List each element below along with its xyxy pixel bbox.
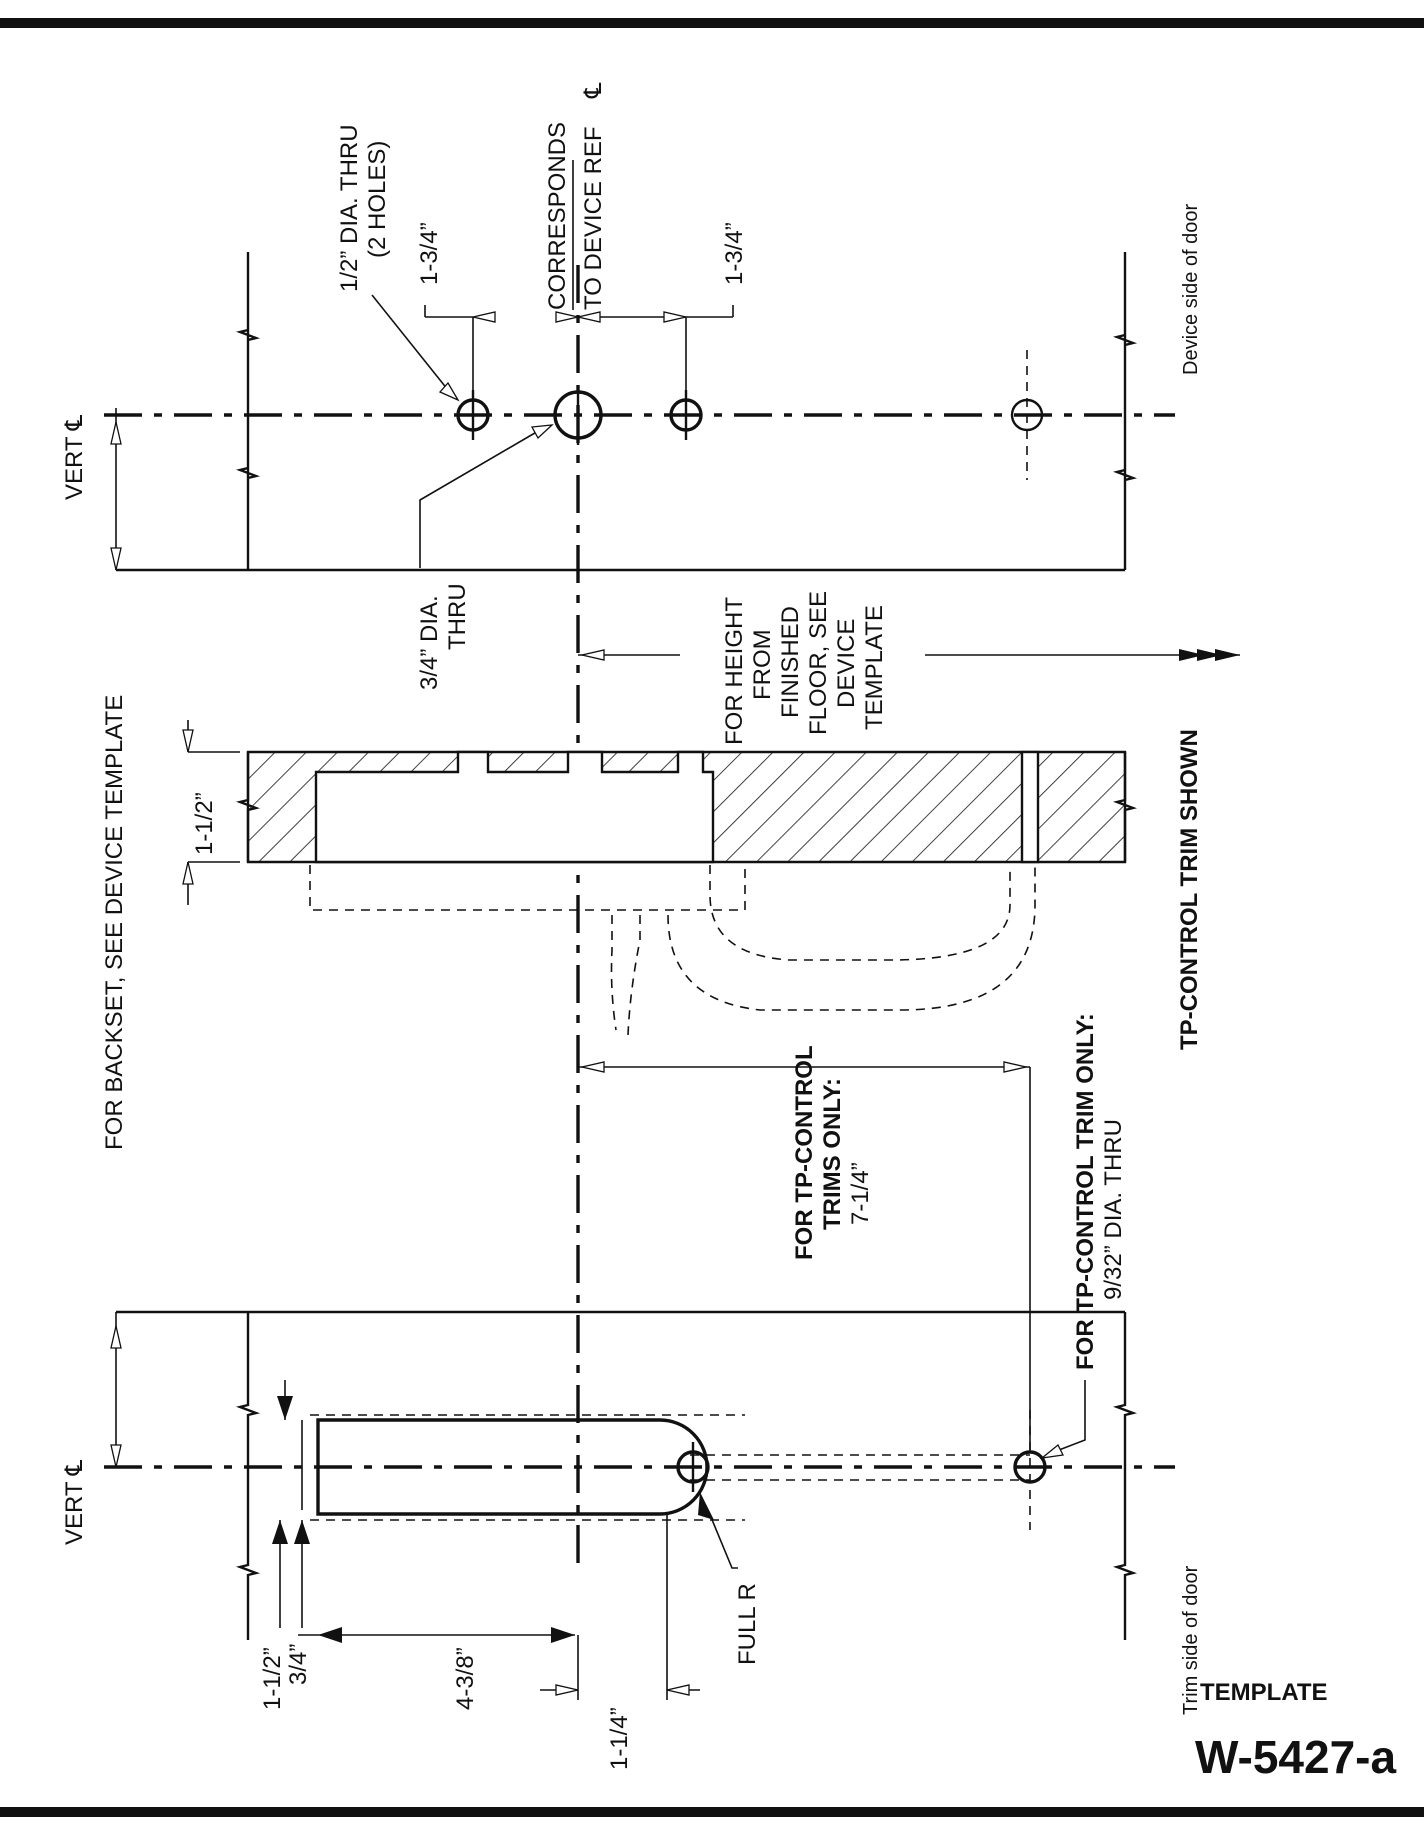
vert-cl-label-trim: VERT ℄ xyxy=(61,1459,88,1545)
dim-1-1-2-section: 1-1/2” xyxy=(191,792,218,855)
top-rule xyxy=(0,18,1424,28)
template-code: W-5427-a xyxy=(1195,1731,1396,1783)
dim-left-1-3-4: 1-3/4” xyxy=(416,222,443,285)
trim-side-view xyxy=(104,1310,1175,1700)
height-label-1: FOR HEIGHT xyxy=(721,597,748,745)
three-quarter-dia-label-1: 3/4” DIA. xyxy=(416,595,443,690)
rotated-labels: FOR BACKSET, SEE DEVICE TEMPLATE VERT ℄ … xyxy=(61,82,1203,1770)
tp-trim-only-label-2: 9/32” DIA. THRU xyxy=(1100,1119,1127,1300)
tp-trim-only-label-1: FOR TP-CONTROL TRIM ONLY: xyxy=(1072,1013,1099,1370)
height-label-3: FINISHED xyxy=(777,606,804,718)
half-dia-label-1: 1/2” DIA. THRU xyxy=(336,124,363,292)
half-dia-label-2: (2 HOLES) xyxy=(364,141,391,258)
dim-3-4-trim: 3/4” xyxy=(285,1644,312,1685)
dim-right-1-3-4: 1-3/4” xyxy=(721,222,748,285)
template-label: TEMPLATE xyxy=(1200,1679,1328,1706)
tp-control-shown-label: TP-CONTROL TRIM SHOWN xyxy=(1176,729,1203,1050)
tp-trims-label-2: TRIMS ONLY: xyxy=(819,1078,846,1230)
full-r-label: FULL R xyxy=(734,1583,761,1665)
dim-1-1-2-trim: 1-1/2” xyxy=(259,1647,286,1710)
cl-symbol: ℄ xyxy=(580,82,607,99)
vert-cl-label-device: VERT ℄ xyxy=(61,414,88,500)
device-side-view xyxy=(104,160,1240,1575)
height-label-6: TEMPLATE xyxy=(861,605,888,730)
device-side-label: Device side of door xyxy=(1180,203,1202,375)
height-label-2: FROM xyxy=(749,629,776,700)
bottom-rule xyxy=(0,1807,1424,1817)
device-side-hidden-hole xyxy=(1010,350,1044,480)
backset-note: FOR BACKSET, SEE DEVICE TEMPLATE xyxy=(101,695,128,1150)
height-label-4: FLOOR, SEE xyxy=(805,591,832,735)
height-label-5: DEVICE xyxy=(833,619,860,708)
dim-1-1-4-trim: 1-1/4” xyxy=(606,1707,633,1770)
trim-side-label: Trim side of door xyxy=(1180,1565,1202,1715)
slot-end-hole xyxy=(676,1442,710,1492)
corresponds-label: CORRESPONDS xyxy=(544,122,571,310)
to-device-ref-label: TO DEVICE REF xyxy=(580,126,607,310)
three-quarter-dia-label-2: THRU xyxy=(444,583,471,650)
tp-trims-label-3: 7-1/4” xyxy=(847,1162,874,1225)
dim-4-3-8-trim: 4-3/8” xyxy=(452,1647,479,1710)
tp-control-hole xyxy=(1013,1410,1047,1530)
tp-trims-label-1: FOR TP-CONTROL xyxy=(791,1045,818,1260)
door-section xyxy=(182,720,1138,1450)
three-quarter-inch-hole xyxy=(553,385,603,445)
